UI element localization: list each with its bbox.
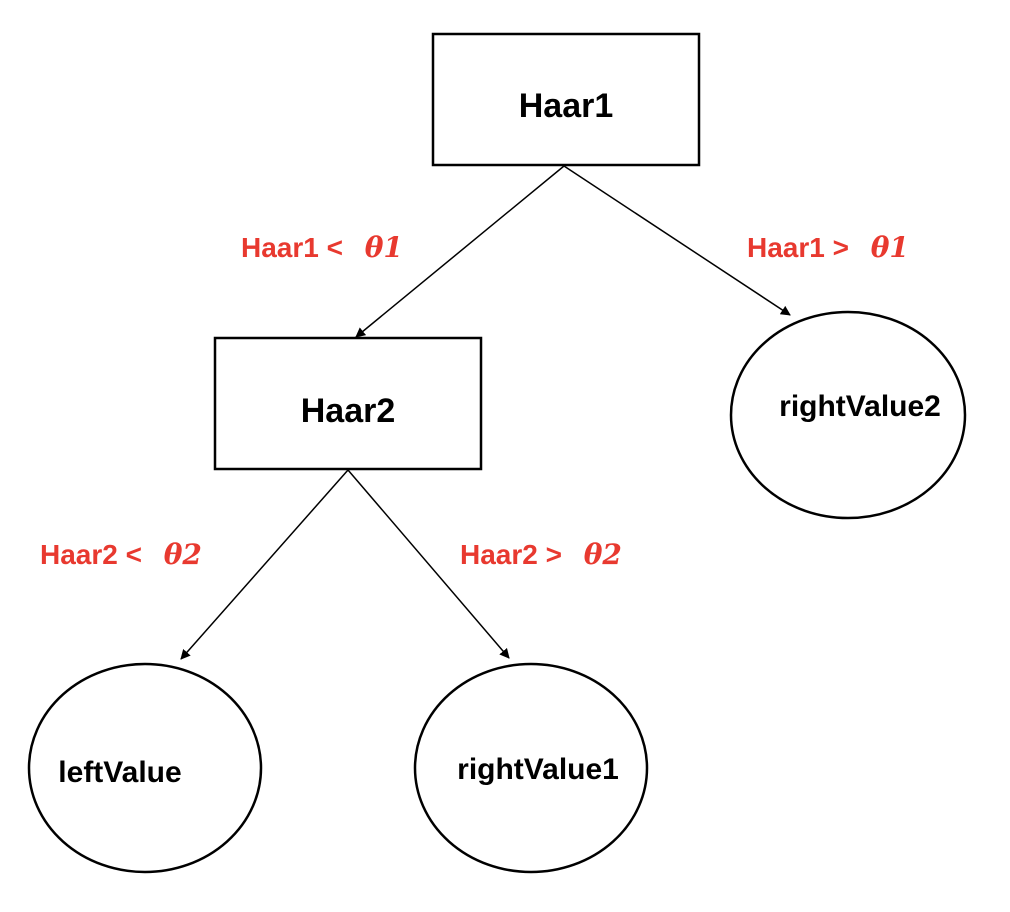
node-left-value-label: leftValue <box>58 756 181 789</box>
edge-label-haar2-less-prefix: Haar2 < <box>40 539 150 570</box>
edge-label-haar2-greater-prefix: Haar2 > <box>460 539 570 570</box>
node-haar1: Haar1 <box>431 32 701 167</box>
edge-label-haar1-greater-theta: θ1 <box>871 231 909 264</box>
node-right-value2-circle <box>729 310 967 520</box>
edge-label-haar1-less-prefix: Haar1 < <box>241 232 351 263</box>
edge-haar2-to-left-value <box>180 469 349 660</box>
edge-haar1-to-haar2 <box>355 165 565 338</box>
edge-label-haar1-less: Haar1 < θ1 <box>241 231 403 264</box>
node-left-value-circle <box>27 662 263 874</box>
node-haar2-box <box>213 336 483 471</box>
edge-label-haar1-greater: Haar1 > θ1 <box>747 231 909 264</box>
edge-label-haar1-greater-prefix: Haar1 > <box>747 232 857 263</box>
node-haar1-box <box>431 32 701 167</box>
node-right-value2-label: rightValue2 <box>779 390 941 423</box>
node-haar2: Haar2 <box>213 336 483 471</box>
edge-label-haar1-less-theta: θ1 <box>365 231 403 264</box>
edge-label-haar2-greater-theta: θ2 <box>584 538 622 571</box>
node-haar1-label: Haar1 <box>519 87 614 125</box>
node-right-value1-circle <box>413 662 649 874</box>
node-right-value1-label: rightValue1 <box>457 753 619 786</box>
edge-haar2-to-right-value1 <box>347 469 510 659</box>
edge-haar1-to-right-value2 <box>563 165 791 316</box>
edge-label-haar2-less: Haar2 < θ2 <box>40 538 202 571</box>
edge-label-haar2-greater: Haar2 > θ2 <box>460 538 622 571</box>
node-haar2-label: Haar2 <box>301 392 396 430</box>
node-right-value2: rightValue2 <box>729 310 967 520</box>
edge-label-haar2-less-theta: θ2 <box>164 538 202 571</box>
node-left-value: leftValue <box>27 662 263 874</box>
node-right-value1: rightValue1 <box>413 662 649 874</box>
